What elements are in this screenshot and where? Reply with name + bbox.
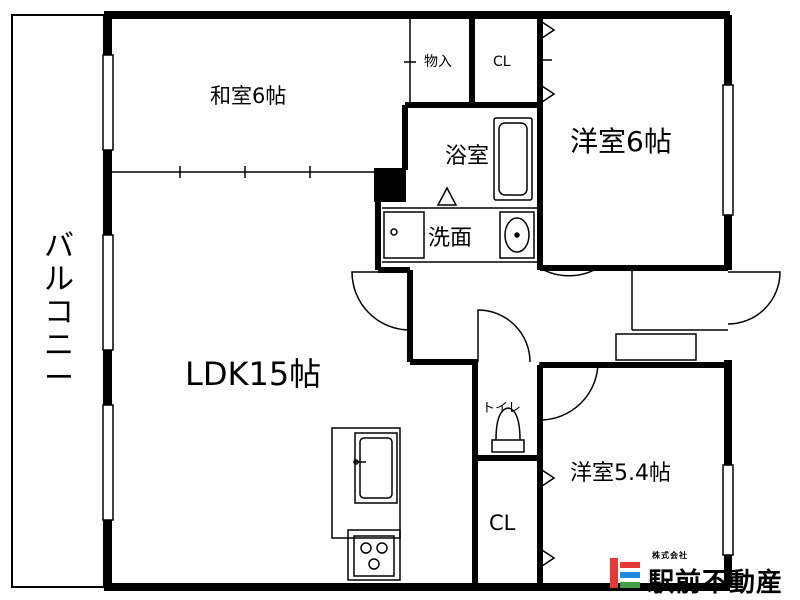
room-label-ldk: LDK15帖 [185, 355, 322, 393]
room-label-senmen: 洗面 [428, 226, 473, 251]
closet-door-markers [541, 21, 556, 567]
room-label-balcony: バルコニー [44, 229, 74, 396]
logo-company-name: 駅前不動産 [648, 568, 784, 598]
room-label-yoshitsu-top: 洋室6帖 [570, 125, 672, 158]
room-label-monoire: 物入 [424, 54, 452, 70]
room-label-cl-bottom: CL [489, 511, 516, 535]
west-windows [102, 54, 114, 521]
logo-small-text: 株式会社 [652, 551, 688, 560]
toilet-fixture [491, 407, 525, 453]
room-label-toilet: トイレ [482, 401, 522, 416]
interior-walls [375, 15, 728, 587]
east-windows [722, 84, 734, 556]
exterior-walls [104, 11, 732, 591]
pillar [374, 168, 406, 202]
room-label-cl-top: CL [493, 54, 511, 70]
thin-lines [110, 15, 728, 361]
kitchen-counter [331, 427, 401, 581]
logo-mark-icon [610, 558, 640, 588]
washbasin [383, 211, 535, 259]
door-swings [351, 59, 781, 421]
room-label-washitsu: 和室6帖 [210, 84, 287, 108]
bathtub [436, 117, 533, 206]
company-logo: 株式会社 駅前不動産 [608, 550, 798, 598]
room-label-yokushitsu: 浴室 [445, 144, 490, 169]
room-label-yoshitsu-bottom: 洋室5.4帖 [570, 461, 671, 486]
